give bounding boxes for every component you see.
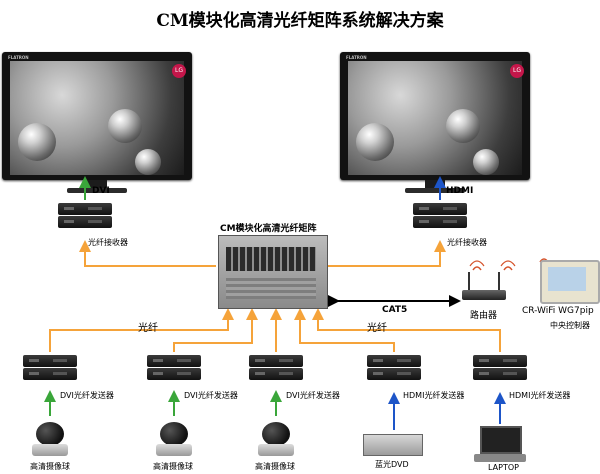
monitor-brand: FLATRON xyxy=(8,55,29,60)
lg-logo-icon: LG xyxy=(172,64,186,78)
hd-camera-1 xyxy=(26,418,74,458)
fiber-to-dvi-receiver xyxy=(79,240,216,267)
central-controller xyxy=(540,260,600,304)
sender-label-5: HDMI光纤发送器 xyxy=(509,391,571,400)
source-label-3: 高清摄像球 xyxy=(255,462,295,471)
sender-label-4: HDMI光纤发送器 xyxy=(403,391,465,400)
fiber-sender-2 xyxy=(147,355,201,381)
fiber-sender-1 xyxy=(49,308,234,352)
monitor-right: FLATRON LG xyxy=(340,52,530,222)
fiber-receiver-hdmi xyxy=(413,203,467,229)
controller-name: CR-WiFi WG7pip xyxy=(522,306,594,316)
fiber-matrix xyxy=(218,235,328,309)
source-label-4: 蓝光DVD xyxy=(375,460,409,469)
controller-label: 中央控制器 xyxy=(550,321,590,330)
page-title: CM模块化高清光纤矩阵系统解决方案 xyxy=(156,11,444,31)
fiber-sender-2 xyxy=(173,308,258,352)
fiber-sender-3 xyxy=(249,355,303,381)
receiver-label-hdmi: 光纤接收器 xyxy=(447,238,487,247)
fiber-sender-4 xyxy=(294,308,395,352)
monitor-left: FLATRON LG xyxy=(2,52,192,222)
receiver-signal-dvi: DVI xyxy=(92,186,110,196)
fiber-sender-5 xyxy=(312,308,501,352)
source-label-2: 高清摄像球 xyxy=(153,462,193,471)
fiber-to-hdmi-receiver xyxy=(328,240,446,267)
router-label: 路由器 xyxy=(470,311,498,321)
sender-label-1: DVI光纤发送器 xyxy=(60,391,114,400)
fiber-label-left: 光纤 xyxy=(138,323,158,334)
receiver-signal-hdmi: HDMI xyxy=(446,186,474,196)
cat5-label: CAT5 xyxy=(382,305,408,315)
router xyxy=(462,272,506,300)
hd-camera-3 xyxy=(252,418,300,458)
monitor-brand: FLATRON xyxy=(346,55,367,60)
source-label-1: 高清摄像球 xyxy=(30,462,70,471)
fiber-sender-4 xyxy=(367,355,421,381)
fiber-receiver-dvi xyxy=(58,203,112,229)
hd-camera-2 xyxy=(150,418,198,458)
bluray-dvd-player xyxy=(363,434,423,456)
sender-label-3: DVI光纤发送器 xyxy=(286,391,340,400)
source-label-5: LAPTOP xyxy=(488,463,519,472)
fiber-sender-1 xyxy=(23,355,77,381)
fiber-label-right: 光纤 xyxy=(367,323,387,334)
sender-label-2: DVI光纤发送器 xyxy=(184,391,238,400)
receiver-label-dvi: 光纤接收器 xyxy=(88,238,128,247)
fiber-sender-5 xyxy=(473,355,527,381)
lg-logo-icon: LG xyxy=(510,64,524,78)
matrix-label: CM模块化高清光纤矩阵 xyxy=(220,224,317,234)
laptop xyxy=(474,426,526,462)
